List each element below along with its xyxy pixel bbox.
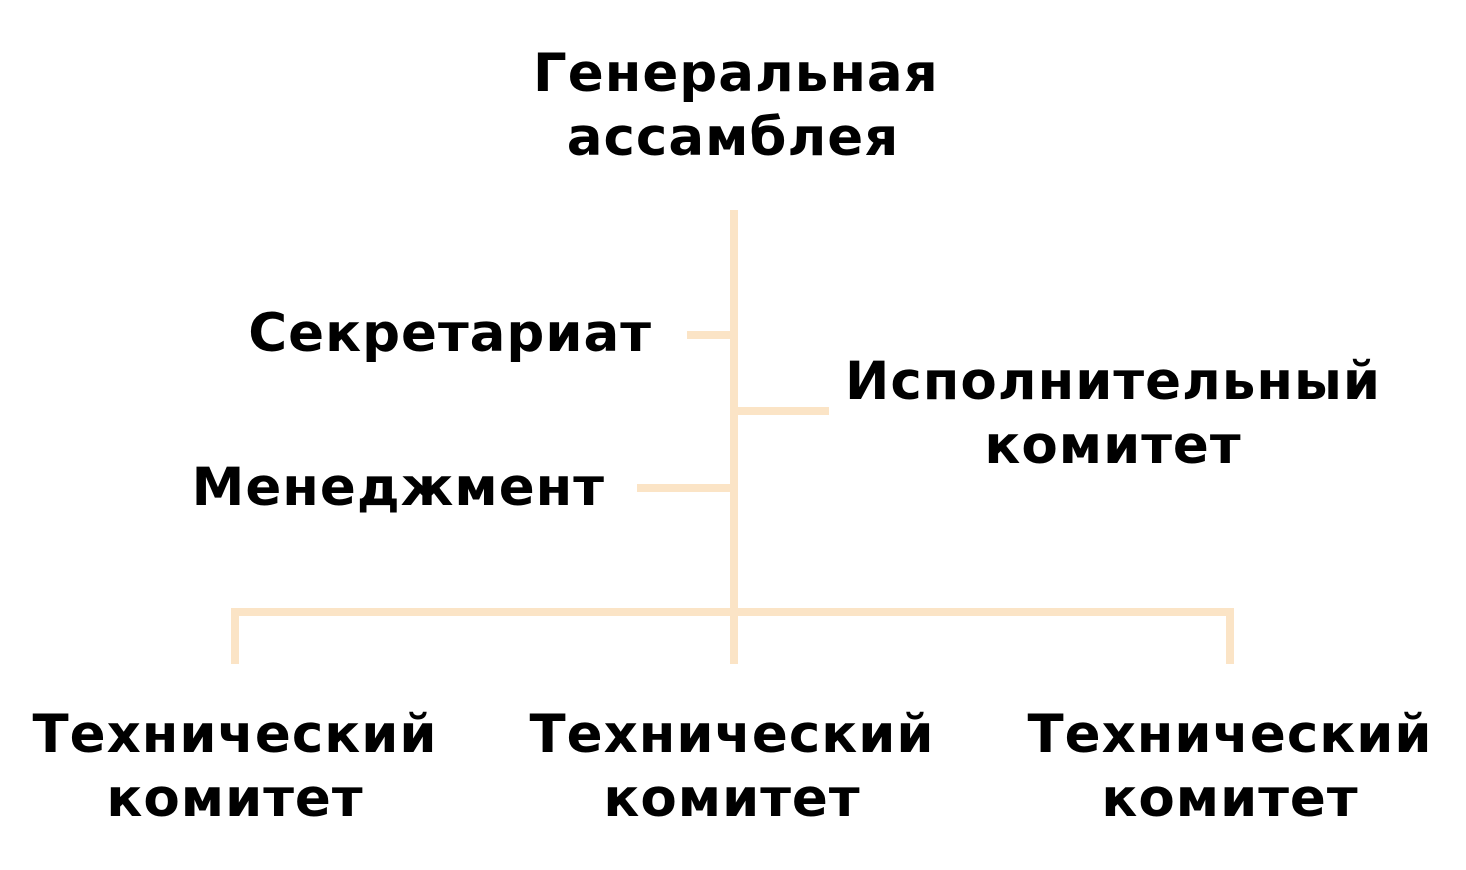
right-branch-connector <box>1226 608 1234 664</box>
executive-committee-label-line-2: комитет <box>984 415 1242 476</box>
management-label: Менеджмент <box>191 457 605 518</box>
technical-committee-3-label-line-1: Технический <box>1027 704 1433 765</box>
technical-committee-1-label-line-2: комитет <box>106 768 364 829</box>
general-assembly-node: Генеральная ассамблея <box>533 42 939 170</box>
technical-committee-3-label-line-2: комитет <box>1101 768 1359 829</box>
technical-committee-2-label-line-2: комитет <box>603 768 861 829</box>
management-node: Менеджмент <box>185 456 605 520</box>
technical-committee-1-label-line-1: Технический <box>32 704 438 765</box>
management-connector <box>637 484 733 492</box>
technical-committee-node-1: Технический комитет <box>15 703 455 831</box>
executive-committee-node: Исполнительный комитет <box>843 350 1383 478</box>
general-assembly-label-line-2: ассамблея <box>566 107 900 168</box>
bottom-bar-connector <box>231 608 1234 616</box>
general-assembly-label-line-1: Генеральная <box>533 43 939 104</box>
secretariat-connector <box>687 331 733 339</box>
executive-committee-label-line-1: Исполнительный <box>844 351 1382 412</box>
trunk-connector <box>730 210 738 664</box>
technical-committee-2-label-line-1: Технический <box>529 704 935 765</box>
technical-committee-node-3: Технический комитет <box>1010 703 1450 831</box>
executive-committee-connector <box>735 407 829 415</box>
left-branch-connector <box>231 608 239 664</box>
secretariat-node: Секретариат <box>230 302 652 366</box>
secretariat-label: Секретариат <box>248 303 652 364</box>
technical-committee-node-2: Технический комитет <box>512 703 952 831</box>
